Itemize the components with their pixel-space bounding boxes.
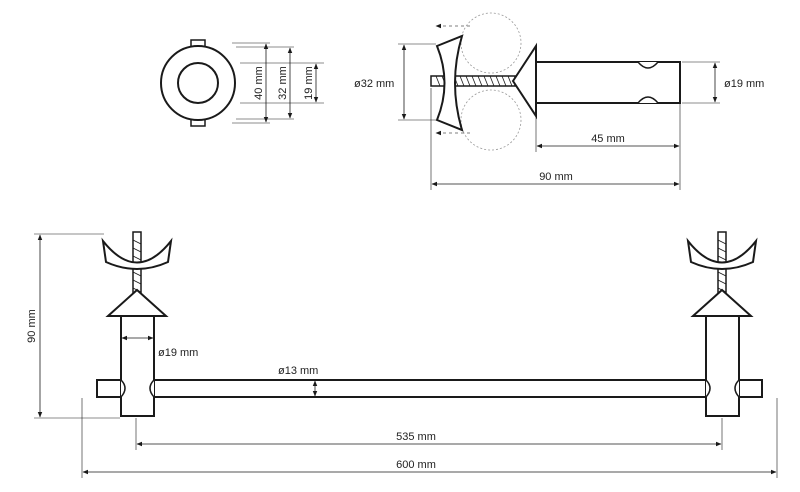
side-view: ø32 mm ø19 mm 45 mm 90 mm bbox=[354, 12, 764, 190]
left-post-notch-inner bbox=[120, 379, 126, 398]
flange-inner-circle bbox=[177, 62, 219, 104]
dim-label-32: 32 mm bbox=[277, 66, 289, 100]
right-post-notch bbox=[705, 379, 711, 398]
dim-label-post-front: ø19 mm bbox=[158, 347, 198, 359]
dim-label-19: 19 mm bbox=[303, 66, 315, 100]
top-view: 40 mm 32 mm 19 mm bbox=[160, 39, 324, 127]
dim-label-535: 535 mm bbox=[396, 431, 436, 443]
left-curved-bracket bbox=[101, 237, 173, 270]
left-post-notch bbox=[149, 379, 155, 398]
right-post bbox=[705, 315, 740, 417]
dim-label-bar: ø13 mm bbox=[278, 365, 318, 377]
swing-circle-bottom bbox=[460, 89, 522, 151]
swing-circle-top bbox=[460, 12, 522, 74]
left-cone bbox=[105, 288, 169, 317]
right-cone bbox=[690, 288, 754, 317]
right-curved-bracket bbox=[686, 237, 758, 270]
left-post bbox=[120, 315, 155, 417]
right-bracket-assembly bbox=[686, 231, 758, 417]
dim-label-600: 600 mm bbox=[396, 459, 436, 471]
curved-bracket bbox=[435, 34, 464, 132]
left-bracket-assembly bbox=[101, 231, 173, 417]
right-post-notch-inner bbox=[734, 379, 740, 398]
dim-label-post: ø19 mm bbox=[724, 78, 764, 90]
post-notch-bottom bbox=[637, 96, 659, 104]
cone-base bbox=[511, 42, 537, 120]
dim-label-40: 40 mm bbox=[253, 66, 265, 100]
towel-bar bbox=[96, 379, 763, 398]
post-notch-top bbox=[637, 61, 659, 69]
post-body bbox=[535, 61, 681, 104]
dim-label-bracket: ø32 mm bbox=[354, 78, 394, 90]
front-view: 90 mm ø19 mm ø13 mm 535 mm 600 mm bbox=[26, 231, 778, 478]
dim-label-45: 45 mm bbox=[591, 133, 625, 145]
dim-label-90-side: 90 mm bbox=[539, 171, 573, 183]
dim-label-90-front: 90 mm bbox=[26, 309, 38, 343]
